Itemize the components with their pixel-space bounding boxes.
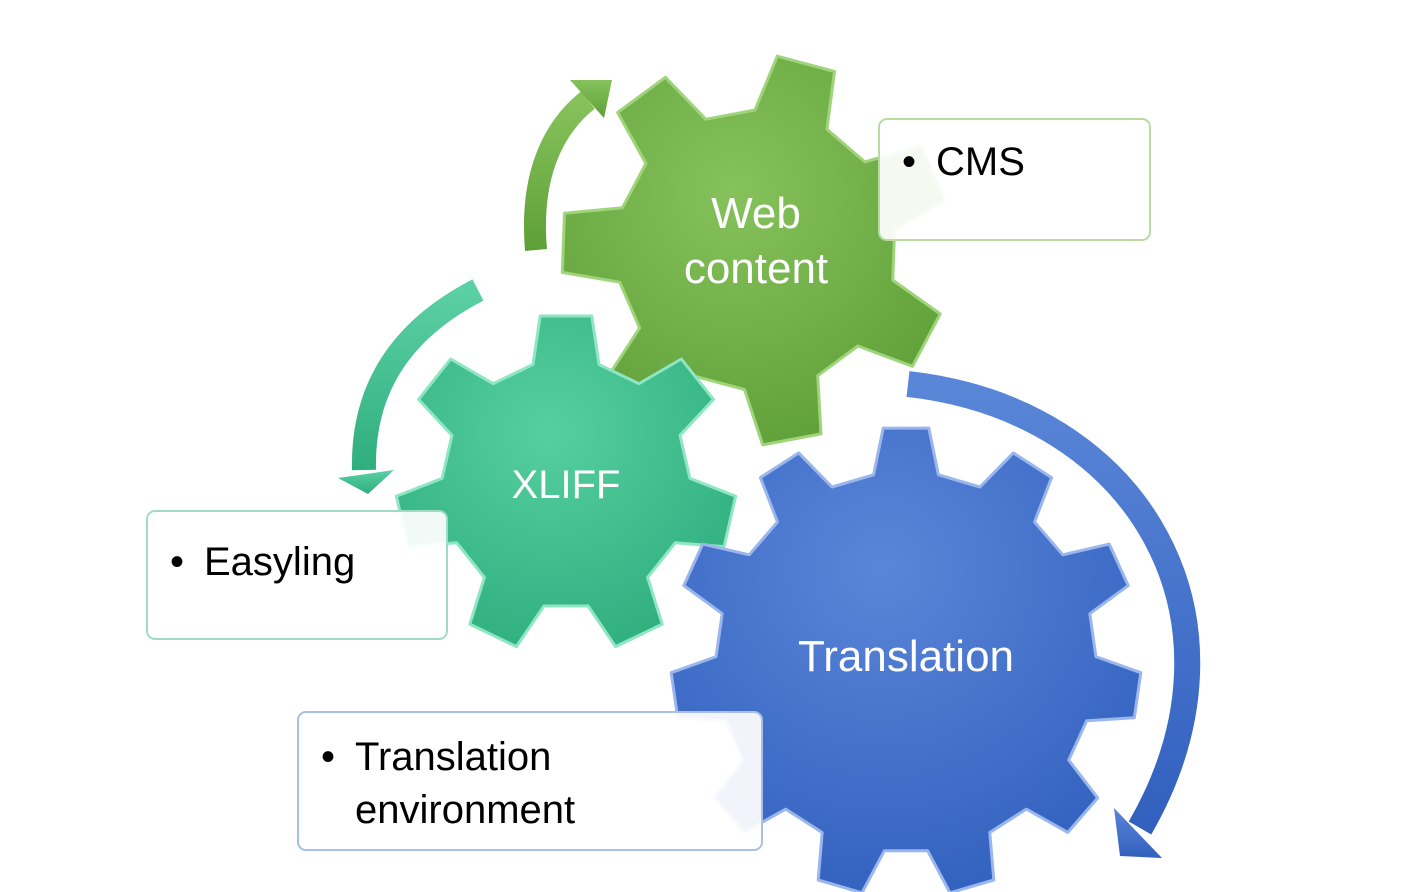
note-easyling-item: Easyling [170, 536, 432, 589]
gear-xliff-label: XLIFF [512, 463, 621, 507]
arrow-blue [906, 371, 1201, 858]
gear-web-label-line1: Web [711, 189, 801, 238]
arrow-green [523, 80, 612, 251]
arrow-teal [338, 279, 484, 494]
note-translation-environment: Translation environment [297, 711, 763, 851]
note-easyling: Easyling [146, 510, 448, 640]
note-cms-item: CMS [902, 136, 1135, 189]
note-translation-environment-item: Translation environment [321, 731, 685, 837]
gear-web-label-line2: content [684, 244, 828, 293]
gear-translation [669, 426, 1143, 892]
gear-xliff [394, 314, 738, 649]
gear-translation-label: Translation [798, 632, 1014, 681]
note-cms: CMS [878, 118, 1151, 241]
